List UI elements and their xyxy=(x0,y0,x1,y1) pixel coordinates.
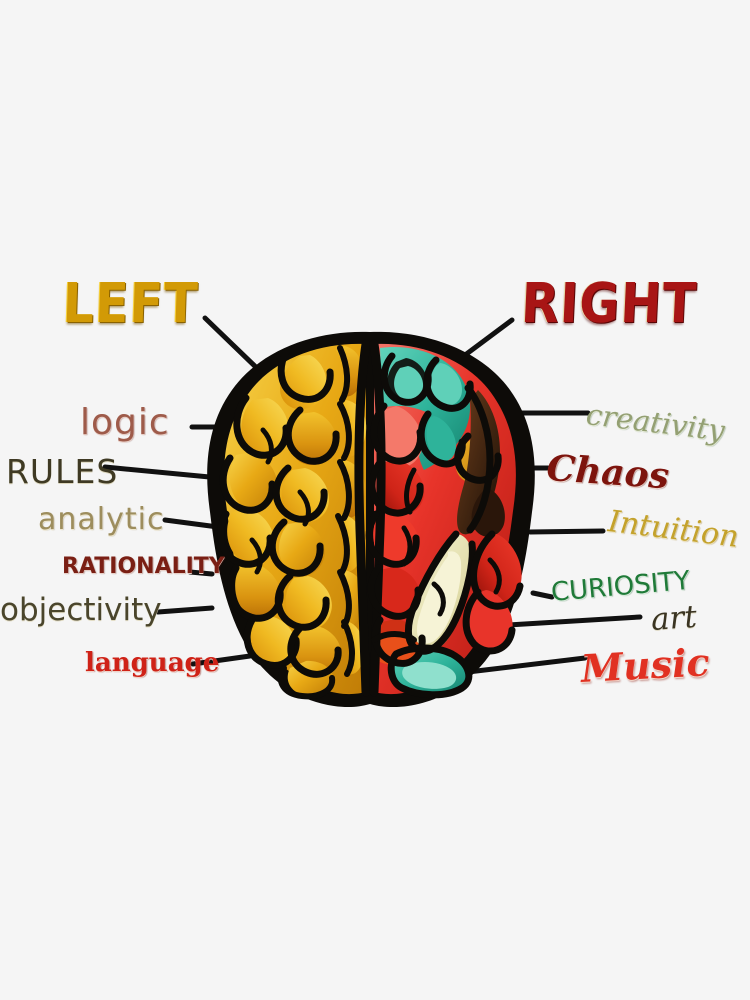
label-rationality: RATIONALITY xyxy=(62,554,225,579)
leader-line-curiosity xyxy=(530,590,555,600)
brain-right-hemisphere xyxy=(373,343,522,695)
leader-line-left-heading xyxy=(202,315,265,376)
label-chaos: Chaos xyxy=(545,447,671,498)
heading-right: RIGHT xyxy=(519,271,699,336)
brain-outline xyxy=(207,331,535,708)
label-analytic: analytic xyxy=(38,502,165,537)
leader-line-music xyxy=(465,655,588,675)
leader-lines-right xyxy=(442,317,643,675)
label-language: language xyxy=(85,648,220,678)
leader-line-objectivity xyxy=(155,605,215,615)
brain-sulci-left xyxy=(217,339,371,700)
brain-sulci-right xyxy=(365,339,524,699)
leader-line-intuition xyxy=(527,528,606,535)
leader-line-rules xyxy=(102,464,223,481)
label-logic: logic xyxy=(80,402,170,443)
leader-line-right-heading xyxy=(442,317,515,373)
label-intuition: Intuition xyxy=(606,504,741,555)
brain-left-hemisphere xyxy=(224,343,367,696)
label-rules: RULES xyxy=(6,452,119,491)
leader-line-art xyxy=(505,614,643,628)
heading-left: LEFT xyxy=(61,271,200,336)
brain-graphic xyxy=(207,331,535,708)
label-art: art xyxy=(649,598,698,638)
label-objectivity: objectivity xyxy=(0,592,162,628)
label-creativity: creativity xyxy=(584,397,727,448)
leader-line-analytic xyxy=(162,517,221,530)
label-music: Music xyxy=(579,639,711,691)
